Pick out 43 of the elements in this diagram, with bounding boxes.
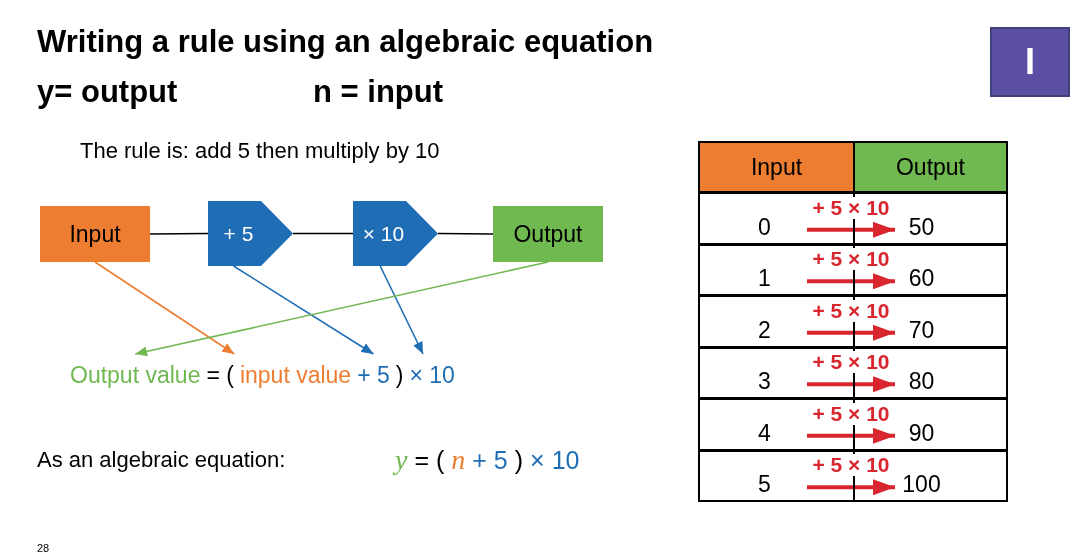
- equation-term: Output value: [70, 362, 201, 389]
- equation-caption: As an algebraic equation:: [37, 447, 286, 473]
- arrow: [807, 376, 895, 393]
- output-box: Output: [493, 206, 603, 262]
- function-machine: × 10: [353, 201, 438, 266]
- section-badge: I: [990, 27, 1070, 97]
- arrow: [807, 324, 895, 341]
- arrow: [807, 427, 895, 444]
- arrow: [134, 261, 549, 357]
- equation-term: + 5: [357, 362, 390, 389]
- edge-label: + 5 × 10: [811, 351, 891, 374]
- edge-label: + 5 × 10: [811, 402, 891, 425]
- arrow: [807, 273, 895, 290]
- edge-label: + 5 × 10: [811, 454, 891, 477]
- edge-label: + 5 × 10: [811, 299, 891, 322]
- equation-term: × 10: [409, 362, 455, 389]
- header-cell: Input: [698, 141, 855, 193]
- equation-symbol: = (: [206, 362, 234, 389]
- edge-label: + 5 × 10: [811, 196, 891, 219]
- arrow: [94, 261, 236, 355]
- function-machine: + 5: [208, 201, 293, 266]
- definition-text: n = input: [313, 74, 443, 110]
- connector-line: [437, 232, 494, 235]
- input-box: Input: [40, 206, 150, 262]
- equation-symbol: ): [395, 362, 404, 389]
- slide-title: Writing a rule using an algebraic equation: [37, 24, 654, 60]
- equation-term: input value: [239, 362, 352, 389]
- connector-line: [149, 232, 209, 235]
- equation-term: ): [514, 446, 524, 475]
- arrow: [232, 265, 375, 355]
- equation-term: = (: [414, 446, 445, 475]
- equation-term: × 10: [530, 446, 580, 475]
- edge-label: + 5 × 10: [811, 248, 891, 271]
- slide-number: 28: [37, 542, 50, 552]
- header-cell: Output: [853, 141, 1008, 193]
- definition-text: y= output: [37, 74, 178, 110]
- arrow: [379, 265, 424, 355]
- rule-text: The rule is: add 5 then multiply by 10: [80, 138, 440, 164]
- arrow: [807, 221, 895, 238]
- equation-term: n: [451, 444, 466, 476]
- equation-term: + 5: [472, 446, 508, 475]
- arrow: [807, 479, 895, 496]
- connector-line: [292, 232, 354, 235]
